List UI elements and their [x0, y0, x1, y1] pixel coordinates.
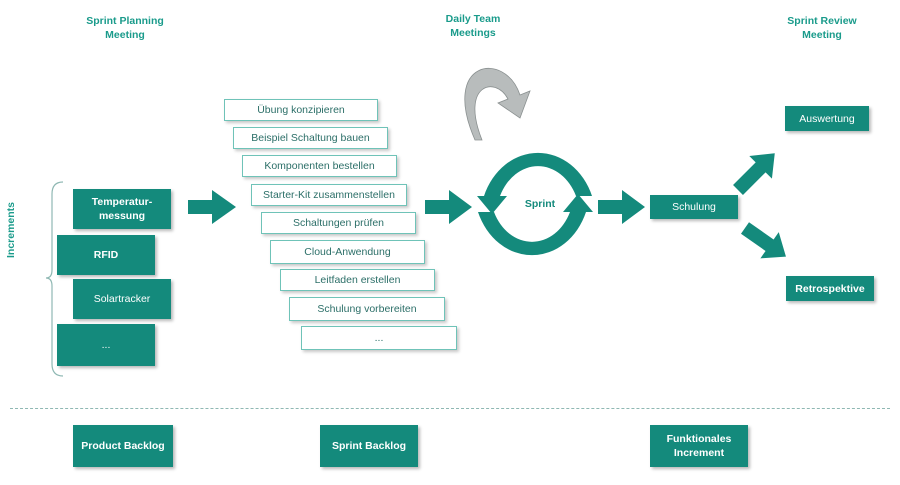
task-starter-kit[interactable]: Starter-Kit zusammenstellen: [251, 184, 407, 206]
task-schulung-vorbereiten[interactable]: Schulung vorbereiten: [289, 297, 445, 321]
task-schaltungen-pruefen[interactable]: Schaltungen prüfen: [261, 212, 416, 234]
sprint-backlog-box[interactable]: Sprint Backlog: [320, 425, 418, 467]
increment-more[interactable]: ...: [57, 324, 155, 366]
increment-solartracker[interactable]: Solartracker: [73, 279, 171, 319]
sprint-cycle-arrow-top: [477, 152, 592, 214]
daily-meetings-arrow: [464, 67, 531, 141]
increment-rfid[interactable]: RFID: [57, 235, 155, 275]
increments-label: Increments: [5, 201, 17, 259]
increments-brace: [45, 181, 64, 377]
daily-team-meetings-header: Daily Team Meetings: [445, 13, 501, 39]
retrospektive-box[interactable]: Retrospektive: [786, 276, 874, 301]
arrow-to-auswertung: [733, 153, 775, 195]
sprint-planning-header: Sprint Planning Meeting: [86, 15, 164, 41]
product-backlog-box[interactable]: Product Backlog: [73, 425, 173, 467]
task-komponenten-bestellen[interactable]: Komponenten bestellen: [242, 155, 397, 177]
task-cloud-anwendung[interactable]: Cloud-Anwendung: [270, 240, 425, 264]
funktionales-increment-box[interactable]: Funktionales Increment: [650, 425, 748, 467]
task-leitfaden-erstellen[interactable]: Leitfaden erstellen: [280, 269, 435, 291]
arrow-sprint-to-schulung: [598, 190, 645, 224]
arrow-to-retrospektive: [740, 222, 786, 259]
task-uebung-konzipieren[interactable]: Übung konzipieren: [224, 99, 378, 121]
sprint-label: Sprint: [524, 198, 556, 210]
section-divider: [10, 408, 890, 409]
arrow-tasks-to-sprint: [425, 190, 472, 224]
schulung-box[interactable]: Schulung: [650, 195, 738, 219]
arrow-increments-to-tasks: [188, 190, 236, 224]
task-more[interactable]: ...: [301, 326, 457, 350]
task-beispiel-schaltung[interactable]: Beispiel Schaltung bauen: [233, 127, 388, 149]
sprint-review-header: Sprint Review Meeting: [787, 15, 857, 41]
sprint-cycle-arrow-bottom: [478, 194, 593, 256]
increment-temperaturmessung[interactable]: Temperatur- messung: [73, 189, 171, 229]
auswertung-box[interactable]: Auswertung: [785, 106, 869, 131]
